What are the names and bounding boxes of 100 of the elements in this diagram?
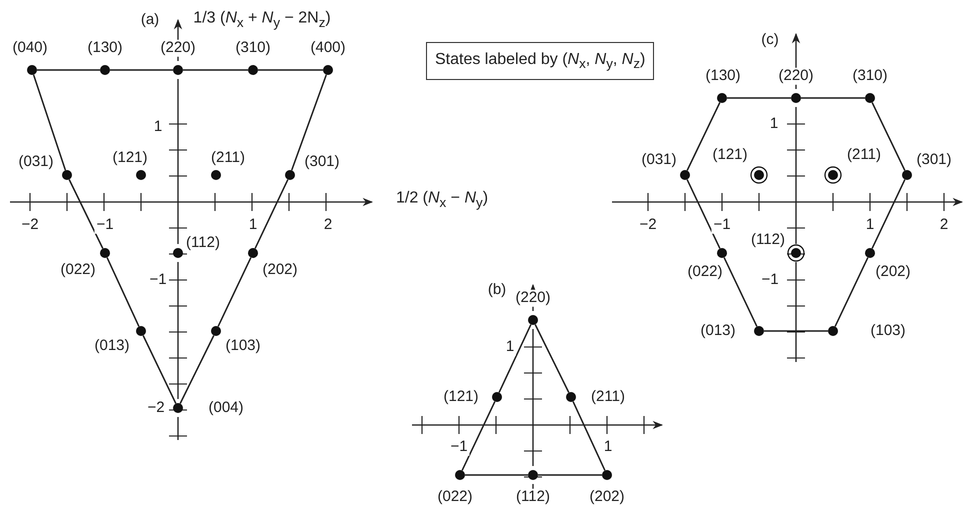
line-segment [801, 97, 865, 99]
state-dot [791, 93, 801, 103]
state-label: (220) [158, 40, 198, 56]
state-dot [173, 403, 183, 413]
line-segment [723, 257, 758, 327]
state-label: (301) [302, 154, 342, 170]
ringed-state-dot [787, 244, 805, 262]
line-segment [538, 474, 602, 476]
line-segment [258, 69, 323, 71]
state-dot [865, 248, 875, 258]
line-segment [183, 69, 248, 71]
state-label: (013) [92, 338, 132, 354]
line-segment [572, 401, 606, 471]
tick-label: −1 [94, 216, 116, 234]
state-label: (220) [513, 290, 553, 306]
state-dot [754, 326, 764, 336]
state-label: (211) [845, 146, 883, 164]
state-label: (310) [850, 68, 890, 84]
state-label: (202) [587, 488, 627, 506]
state-label: (130) [703, 68, 743, 84]
panel-label: (c) [759, 32, 781, 48]
line-segment [180, 335, 214, 404]
state-label: (040) [10, 40, 50, 56]
state-label: (022) [58, 262, 98, 278]
state-dot [602, 470, 612, 480]
state-label: (022) [435, 488, 475, 506]
line-segment [142, 335, 177, 404]
state-dot [323, 65, 333, 75]
state-dot [717, 93, 727, 103]
line-segment [110, 69, 173, 71]
note-box: States labeled by (N$_{x}$, N$_{y}$, N$_{z}$) [426, 42, 654, 80]
line-segment [217, 257, 252, 327]
state-label: (121) [441, 388, 481, 406]
state-label: (103) [868, 322, 908, 340]
state-dot [492, 392, 502, 402]
state-dot [211, 170, 221, 180]
state-label: (031) [16, 154, 56, 170]
state-dot [136, 326, 146, 336]
state-label: (022) [685, 264, 725, 280]
state-label: (301) [914, 152, 954, 168]
line-segment [465, 474, 528, 476]
state-dot [27, 65, 37, 75]
line-segment [871, 102, 906, 171]
line-segment [37, 69, 100, 71]
tick-label: −1 [711, 216, 733, 234]
state-label: (112) [749, 232, 787, 248]
state-label: (220) [776, 68, 816, 84]
line-segment [727, 97, 791, 99]
line-segment [106, 257, 140, 327]
line-segment [871, 179, 906, 249]
state-dot [248, 65, 258, 75]
ringed-state-dot [824, 166, 842, 184]
panel-label: (a) [138, 12, 162, 28]
line-segment [254, 179, 289, 249]
state-dot [455, 470, 465, 480]
line-segment [686, 102, 721, 171]
state-label: (004) [206, 400, 246, 416]
state-dot [285, 170, 295, 180]
line-segment [834, 257, 869, 327]
state-dot [173, 248, 183, 258]
line-segment [68, 179, 104, 249]
state-dot [717, 248, 727, 258]
state-label: (013) [698, 322, 738, 340]
state-label: (211) [589, 388, 627, 406]
state-label: (202) [260, 262, 300, 278]
state-dot [136, 170, 146, 180]
state-label: (031) [639, 152, 679, 168]
state-label: (103) [223, 338, 263, 354]
line-segment [686, 179, 721, 249]
state-dot [828, 326, 838, 336]
state-label: (112) [514, 488, 552, 506]
line-segment [32, 74, 66, 170]
tick-label: −1 [448, 438, 470, 456]
state-label: (112) [184, 234, 222, 252]
state-label: (121) [110, 150, 150, 166]
line-segment [498, 324, 532, 393]
state-dot [566, 392, 576, 402]
state-label: (121) [710, 146, 750, 164]
line-segment [534, 324, 570, 393]
panel-label: (b) [486, 282, 508, 298]
state-dot [528, 470, 538, 480]
state-dot [528, 315, 538, 325]
state-dot [902, 170, 912, 180]
state-dot [100, 65, 110, 75]
state-dot [680, 170, 690, 180]
state-label: (211) [209, 150, 247, 166]
state-dot [865, 93, 875, 103]
ringed-state-dot [750, 166, 768, 184]
state-dot [211, 326, 221, 336]
state-label: (130) [85, 40, 125, 56]
line-segment [461, 401, 496, 471]
state-dot [100, 248, 110, 258]
state-dot [62, 170, 72, 180]
state-dot [248, 248, 258, 258]
state-label: (202) [873, 264, 913, 280]
axis-title: 1/3 (N$_{x}$ + N$_{y}$ − 2N$_{z}$) [191, 10, 333, 30]
state-label: (310) [233, 40, 273, 56]
line-segment [764, 330, 828, 332]
state-label: (400) [308, 40, 348, 56]
line-segment [291, 74, 327, 171]
